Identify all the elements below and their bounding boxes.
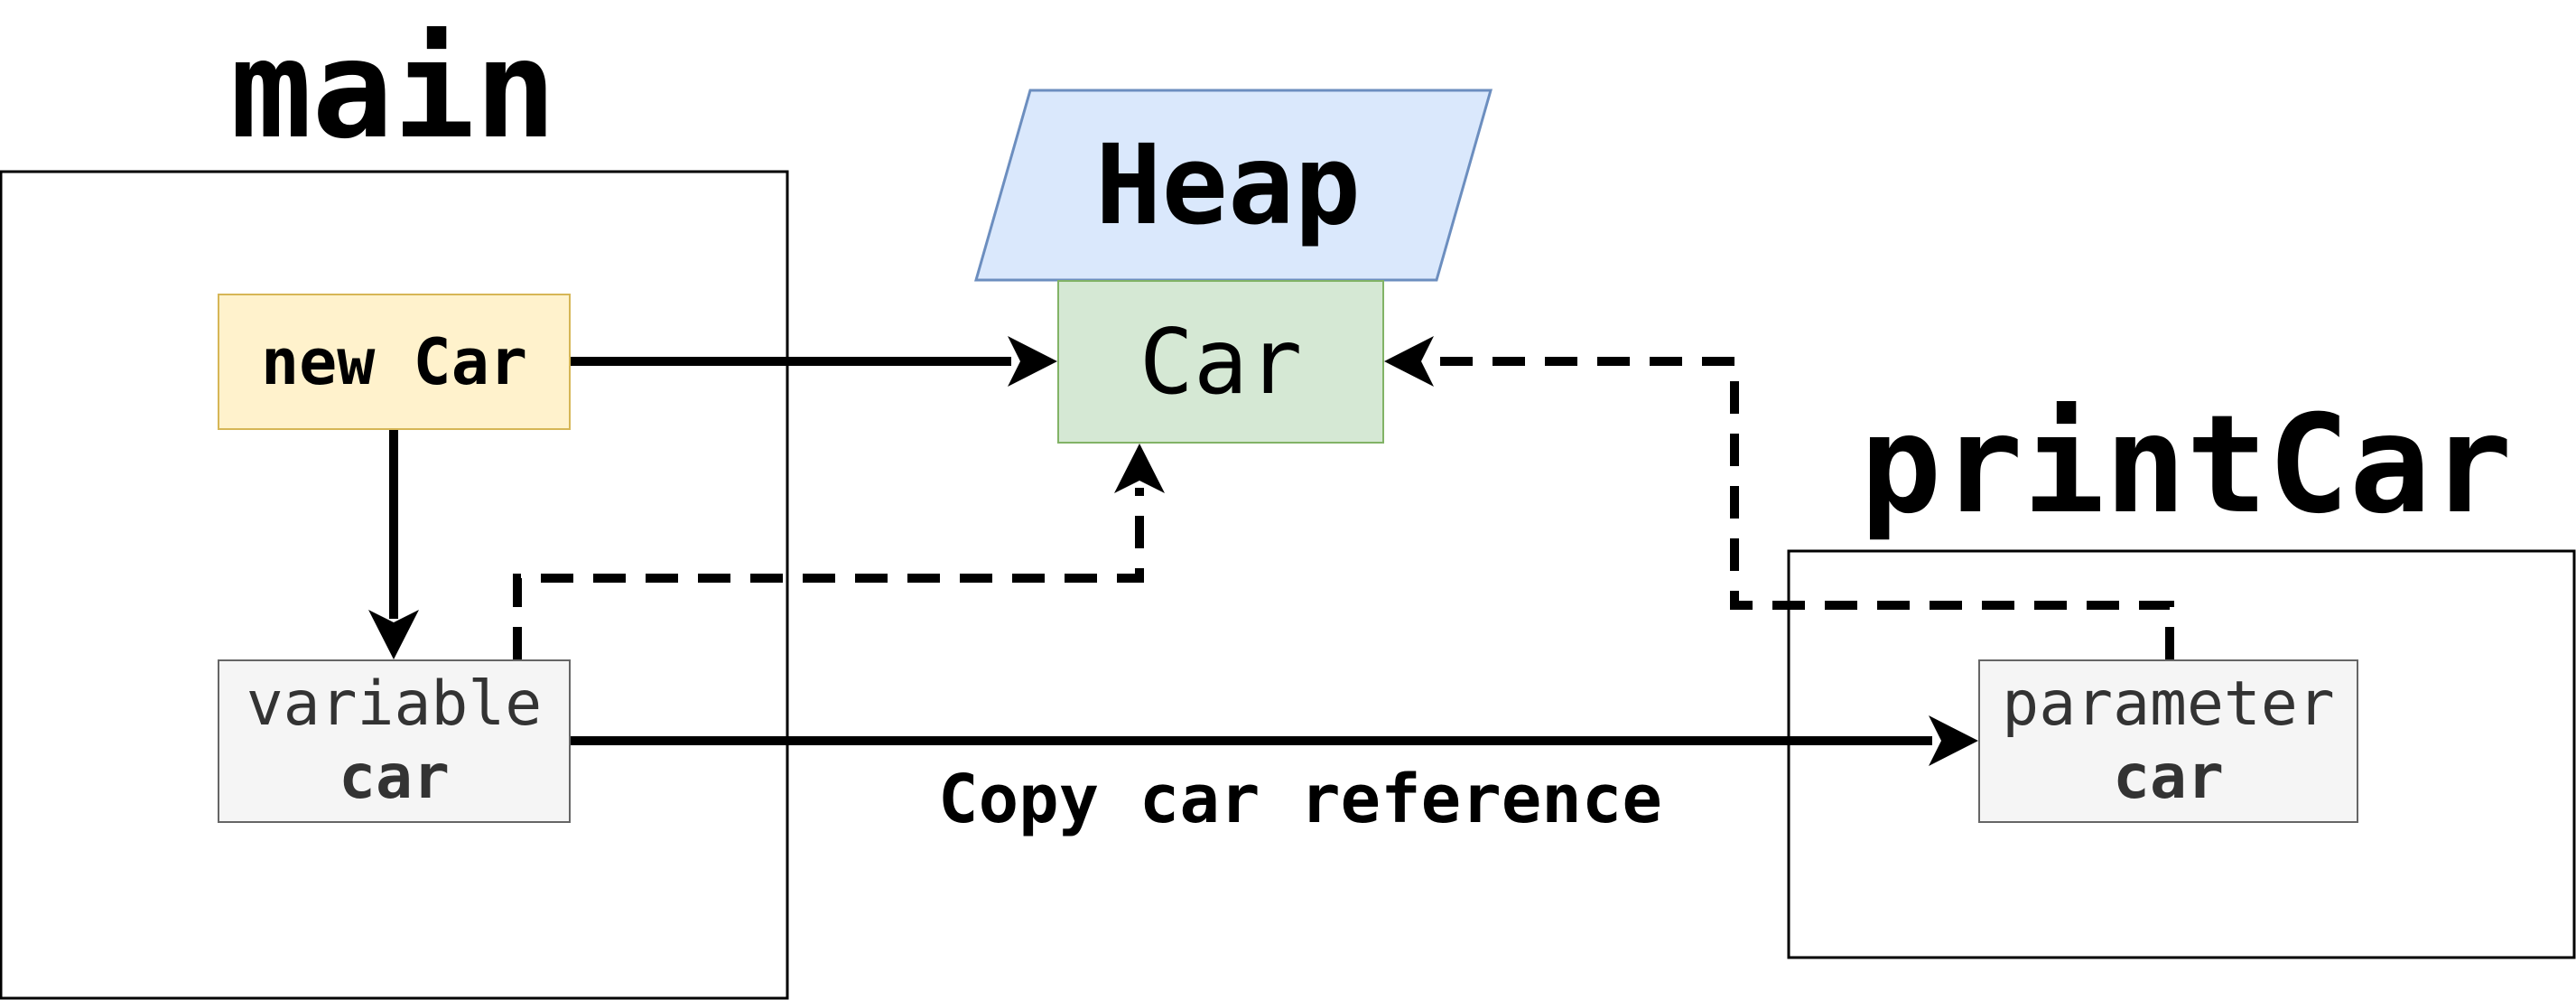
copy-reference-label: Copy car reference (938, 761, 1662, 838)
parameter-car-node: parameter car (1978, 659, 2358, 823)
edge-newcar-to-variable-arrowhead (368, 610, 419, 659)
edge-parameter-to-car (1427, 357, 2174, 659)
main-frame-title: main (230, 12, 557, 169)
edge-newcar-to-car-arrowhead (1008, 336, 1057, 387)
variable-car-line2: car (339, 741, 450, 813)
parameter-car-line2: car (2113, 741, 2224, 813)
printcar-frame (1787, 549, 2576, 959)
printcar-frame-title: printCar (1860, 387, 2513, 544)
car-object-node: Car (1057, 280, 1384, 444)
parameter-car-line1: parameter (2002, 668, 2335, 741)
variable-car-node: variable car (218, 659, 571, 823)
variable-car-line1: variable (246, 668, 543, 741)
car-object-label: Car (1139, 309, 1303, 415)
edge-variable-to-car-arrowhead (1114, 444, 1165, 493)
edge-parameter-to-car-arrowhead (1384, 336, 1434, 387)
heap-shape (974, 89, 1493, 282)
edge-copy-reference-arrowhead (1929, 715, 1978, 766)
edge-variable-to-car (513, 488, 1144, 659)
main-frame (0, 170, 789, 1000)
heap-label: Heap (1095, 121, 1361, 249)
new-car-label: new Car (260, 324, 527, 399)
new-car-node: new Car (218, 294, 571, 430)
